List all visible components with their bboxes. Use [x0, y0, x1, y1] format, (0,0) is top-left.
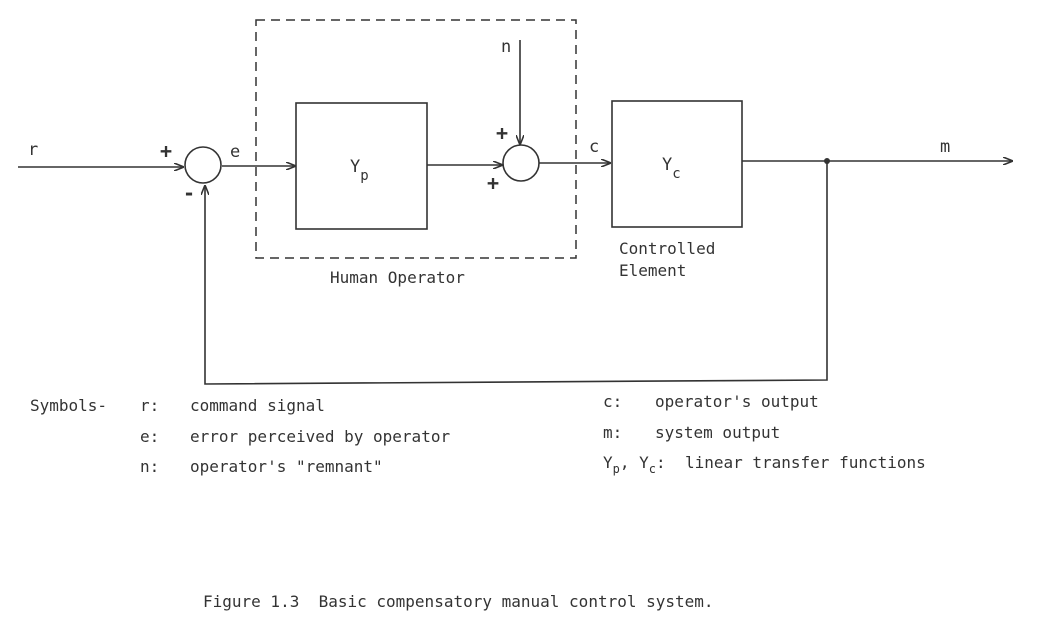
legend-r-desc: command signal: [190, 396, 325, 415]
signal-m-label: m: [940, 137, 950, 157]
controlled-element-label-line1: Controlled: [619, 239, 715, 258]
controlled-element-block: [611, 100, 743, 228]
legend-m-desc: system output: [655, 423, 781, 442]
legend-n-key: n:: [140, 457, 160, 476]
controlled-tf-label: Yc: [662, 155, 681, 182]
legend-e-desc: error perceived by operator: [190, 427, 451, 446]
legend-r-key: r:: [140, 396, 160, 415]
signal-r-label: r: [28, 140, 38, 160]
signal-c-label: c: [589, 137, 599, 157]
human-operator-label: Human Operator: [330, 268, 465, 287]
legend-tf-entry: Yp, Yc: linear transfer functions: [603, 453, 926, 476]
summing-junction-1: [184, 146, 222, 184]
signal-n-label: n: [501, 37, 511, 57]
legend-c-key: c:: [603, 392, 623, 411]
legend-e-key: e:: [140, 427, 160, 446]
operator-transfer-block: [295, 102, 428, 230]
operator-tf-label: Yp: [350, 157, 369, 184]
feedback-path: [205, 161, 828, 385]
controlled-element-label-line2: Element: [619, 261, 686, 280]
symbols-heading: Symbols-: [30, 396, 108, 415]
sum1-plus-sign: +: [160, 139, 172, 163]
legend-n-desc: operator's "remnant": [190, 457, 383, 476]
legend-m-key: m:: [603, 423, 623, 442]
sum2-left-plus-sign: +: [487, 171, 499, 195]
figure-caption: Figure 1.3 Basic compensatory manual con…: [203, 592, 714, 611]
signal-e-label: e: [230, 142, 240, 162]
summing-junction-2: [502, 144, 540, 182]
sum2-top-plus-sign: +: [496, 121, 508, 145]
human-operator-boundary: [255, 19, 577, 259]
legend-c-desc: operator's output: [655, 392, 819, 411]
sum1-minus-sign: -: [183, 181, 195, 205]
